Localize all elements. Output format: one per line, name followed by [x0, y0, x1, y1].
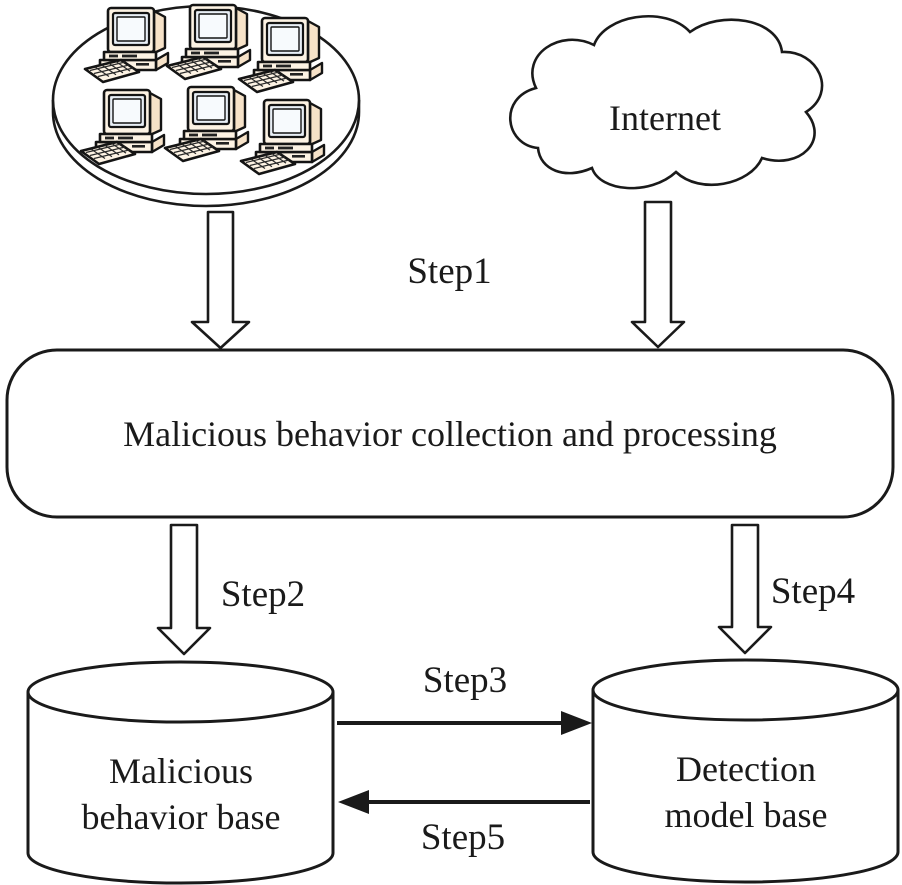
detection-model-base-line2: model base — [664, 795, 828, 836]
process-box-label: Malicious behavior collection and proces… — [123, 414, 777, 454]
step4-label: Step4 — [770, 571, 856, 612]
malicious-behavior-base-line1: Malicious — [109, 751, 253, 791]
step2-label: Step2 — [220, 574, 306, 615]
internet-cloud-icon — [508, 14, 824, 190]
flow-arrow-lan-to-process — [190, 210, 251, 350]
malicious-behavior-base-line2: behavior base — [81, 797, 281, 838]
detection-model-base-line1: Detection — [676, 749, 816, 789]
step5-label: Step5 — [420, 817, 506, 858]
flow-arrow-step4 — [717, 523, 773, 655]
flow-arrow-internet-to-process — [630, 200, 686, 349]
detection-model-base-cylinder — [591, 658, 900, 884]
detection-model-base-label: Detection model base — [615, 746, 877, 838]
internet-label: Internet — [609, 98, 721, 138]
flow-arrow-step2 — [156, 523, 212, 656]
process-box — [5, 348, 895, 519]
malicious-behavior-base-cylinder — [26, 660, 335, 885]
cylinder-top — [26, 660, 335, 724]
cylinder-body — [26, 692, 335, 885]
arrow-step3 — [337, 711, 592, 735]
malicious-behavior-base-label: Malicious behavior base — [50, 748, 312, 840]
cylinder-top — [591, 658, 900, 722]
arrow-step5 — [338, 790, 590, 814]
lan-node — [51, 3, 361, 208]
step3-label: Step3 — [422, 660, 508, 701]
step1-label: Step1 — [407, 251, 492, 292]
cylinder-body — [591, 690, 900, 884]
